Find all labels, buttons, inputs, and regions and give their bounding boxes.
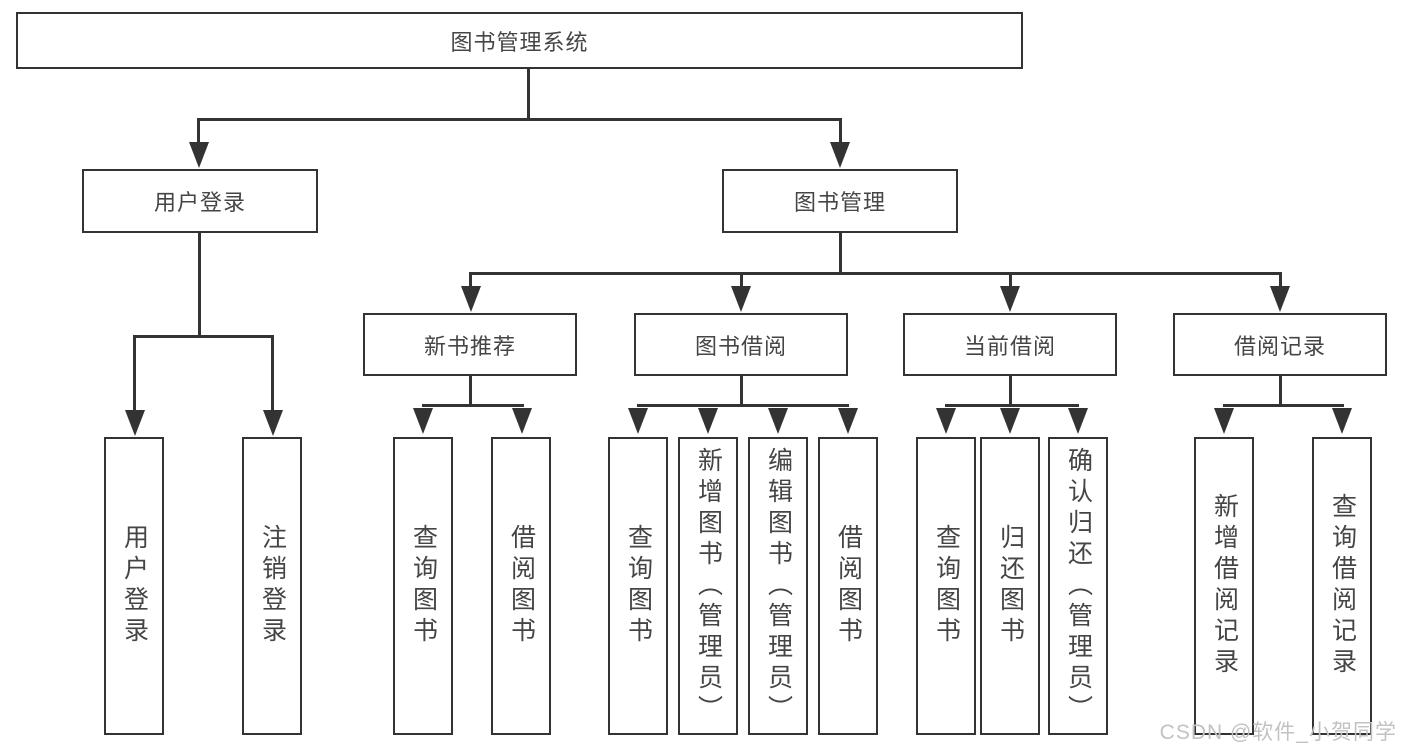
connector-line	[740, 272, 743, 288]
connector-line	[839, 118, 842, 146]
node-user-login-action: 用户登录	[104, 437, 164, 735]
node-label: 借阅图书	[834, 524, 863, 648]
connector-line	[271, 335, 274, 413]
node-user-login: 用户登录	[82, 169, 318, 233]
node-edit-books-admin: 编辑图书（管理员）	[748, 437, 808, 735]
node-label: 当前借阅	[963, 333, 1056, 359]
node-label: 编辑图书（管理员）	[764, 446, 793, 726]
arrow-down-icon	[628, 408, 648, 434]
connector-line	[945, 404, 1079, 407]
connector-line	[133, 335, 274, 338]
arrow-down-icon	[461, 286, 481, 312]
arrow-down-icon	[413, 408, 433, 434]
node-label: 确认归还（管理员）	[1064, 446, 1093, 726]
node-label: 用户登录	[120, 524, 149, 648]
node-current-borrowing: 当前借阅	[903, 313, 1117, 376]
node-query-books-borrowing: 查询图书	[608, 437, 668, 735]
node-add-borrow-record: 新增借阅记录	[1194, 437, 1254, 735]
node-return-books: 归还图书	[980, 437, 1040, 735]
node-borrow-books-borrowing: 借阅图书	[818, 437, 878, 735]
node-confirm-return-admin: 确认归还（管理员）	[1048, 437, 1108, 735]
node-borrowing-records: 借阅记录	[1173, 313, 1387, 376]
csdn-watermark: CSDN @软件_小贺同学	[1159, 721, 1397, 744]
arrow-down-icon	[512, 408, 532, 434]
connector-line	[469, 272, 472, 288]
connector-line	[1009, 376, 1012, 407]
connector-line	[133, 335, 136, 413]
node-book-management: 图书管理	[722, 169, 958, 233]
connector-line	[637, 404, 849, 407]
arrow-down-icon	[698, 408, 718, 434]
node-label: 查询图书	[409, 524, 438, 648]
arrow-down-icon	[1214, 408, 1234, 434]
arrow-down-icon	[263, 410, 283, 436]
arrow-down-icon	[1332, 408, 1352, 434]
arrow-down-icon	[1000, 286, 1020, 312]
node-library-management-system: 图书管理系统	[16, 12, 1023, 69]
connector-line	[198, 233, 201, 338]
node-label: 用户登录	[153, 190, 246, 215]
arrow-down-icon	[1000, 408, 1020, 434]
connector-line	[527, 68, 530, 121]
node-logout-action: 注销登录	[242, 437, 302, 735]
connector-line	[740, 376, 743, 407]
arrow-down-icon	[838, 408, 858, 434]
arrow-down-icon	[830, 142, 850, 168]
arrow-down-icon	[936, 408, 956, 434]
node-label: 归还图书	[996, 524, 1025, 648]
node-label: 新增图书（管理员）	[694, 446, 723, 726]
node-label: 借阅图书	[507, 524, 536, 648]
connector-line	[839, 233, 842, 275]
node-label: 新书推荐	[423, 333, 516, 359]
node-borrow-books-recommend: 借阅图书	[491, 437, 551, 735]
node-query-borrow-record: 查询借阅记录	[1312, 437, 1372, 735]
arrow-down-icon	[731, 286, 751, 312]
node-label: 注销登录	[258, 524, 287, 648]
connector-line	[469, 272, 1282, 275]
node-book-borrowing: 图书借阅	[634, 313, 848, 376]
node-query-books-current: 查询图书	[916, 437, 976, 735]
arrow-down-icon	[189, 142, 209, 168]
node-new-book-recommendation: 新书推荐	[363, 313, 577, 376]
node-label: 借阅记录	[1233, 333, 1326, 359]
arrow-down-icon	[768, 408, 788, 434]
node-label: 查询图书	[932, 524, 961, 648]
connector-line	[422, 404, 524, 407]
arrow-down-icon	[125, 410, 145, 436]
node-add-books-admin: 新增图书（管理员）	[678, 437, 738, 735]
node-label: 图书管理系统	[450, 29, 589, 55]
node-label: 查询图书	[624, 524, 653, 648]
node-label: 查询借阅记录	[1328, 493, 1357, 679]
connector-line	[1279, 272, 1282, 288]
node-label: 新增借阅记录	[1210, 493, 1239, 679]
connector-line	[197, 118, 200, 146]
connector-line	[1223, 404, 1344, 407]
node-label: 图书管理	[793, 190, 886, 215]
connector-line	[1009, 272, 1012, 288]
arrow-down-icon	[1270, 286, 1290, 312]
node-query-books-recommend: 查询图书	[393, 437, 453, 735]
connector-line	[1279, 376, 1282, 407]
node-label: 图书借阅	[694, 333, 787, 359]
connector-line	[197, 118, 842, 121]
arrow-down-icon	[1068, 408, 1088, 434]
connector-line	[469, 376, 472, 407]
